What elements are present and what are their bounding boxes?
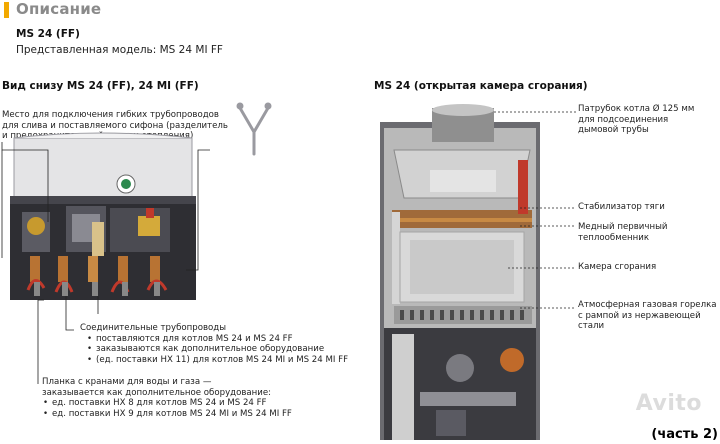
- pipes-item: заказываются как дополнительное оборудов…: [86, 344, 348, 355]
- label-line: Патрубок котла Ø 125 мм: [578, 104, 695, 114]
- label-line: Стабилизатор тяги: [578, 202, 665, 212]
- label-flue-pipe: Патрубок котла Ø 125 мм для подсоединени…: [578, 104, 694, 136]
- right-leader-lines: [494, 111, 576, 309]
- page-title: Описание: [16, 0, 102, 18]
- model-code: MS 24 (FF): [16, 28, 80, 40]
- left-leader-lines: [1, 142, 210, 384]
- note-line: для слива и поставляемого сифона (раздел…: [2, 120, 228, 131]
- title-accent-bar: [4, 2, 9, 18]
- label-draft-stabilizer: Стабилизатор тяги: [578, 202, 665, 213]
- label-heat-exchanger: Медный первичный теплообменник: [578, 222, 667, 243]
- valves-line: заказывается как дополнительное оборудов…: [42, 387, 272, 398]
- pipes-item-text: (ед. поставки HX 11) для котлов MS 24 MI…: [96, 354, 349, 365]
- valves-item: ед. поставки HX 9 для котлов MS 24 MI и …: [42, 409, 292, 420]
- pipes-item-cont: (ед. поставки HX 11) для котлов MS 24 MI…: [86, 355, 348, 366]
- flexible-pipe-icon: [236, 102, 272, 156]
- pipes-title: Соединительные трубопроводы: [80, 323, 227, 333]
- boiler-bottom-view-image: [10, 132, 196, 300]
- label-line: стали: [578, 321, 605, 332]
- label-line: Камера сгорания: [578, 262, 657, 272]
- pipes-item: поставляются для котлов MS 24 и MS 24 FF: [86, 334, 348, 345]
- valves-note: Планка с кранами для воды и газа — заказ…: [42, 377, 292, 419]
- label-combustion-chamber: Камера сгорания: [578, 262, 656, 273]
- label-line: теплообменник: [578, 232, 650, 243]
- label-line: дымовой трубы: [578, 125, 649, 136]
- avito-watermark: Avito: [635, 391, 702, 416]
- model-description: Представленная модель: MS 24 MI FF: [16, 44, 223, 56]
- valves-line: Планка с кранами для воды и газа —: [42, 377, 212, 387]
- right-section-heading: MS 24 (открытая камера сгорания): [374, 80, 588, 92]
- part-label: (часть 2): [651, 427, 718, 442]
- note-line: Место для подключения гибких трубопровод…: [2, 110, 219, 120]
- label-line: Атмосферная газовая горелка: [578, 300, 717, 310]
- label-line: Медный первичный: [578, 222, 668, 232]
- valves-item: ед. поставки HX 8 для котлов MS 24 и MS …: [42, 398, 292, 409]
- left-section-heading: Вид снизу MS 24 (FF), 24 MI (FF): [2, 80, 199, 92]
- label-gas-burner: Атмосферная газовая горелка с рампой из …: [578, 300, 717, 332]
- label-line: с рампой из нержавеющей: [578, 310, 701, 321]
- label-line: для подсоединения: [578, 114, 669, 125]
- pipes-note: Соединительные трубопроводы поставляются…: [80, 323, 348, 365]
- boiler-open-view-image: [380, 104, 540, 440]
